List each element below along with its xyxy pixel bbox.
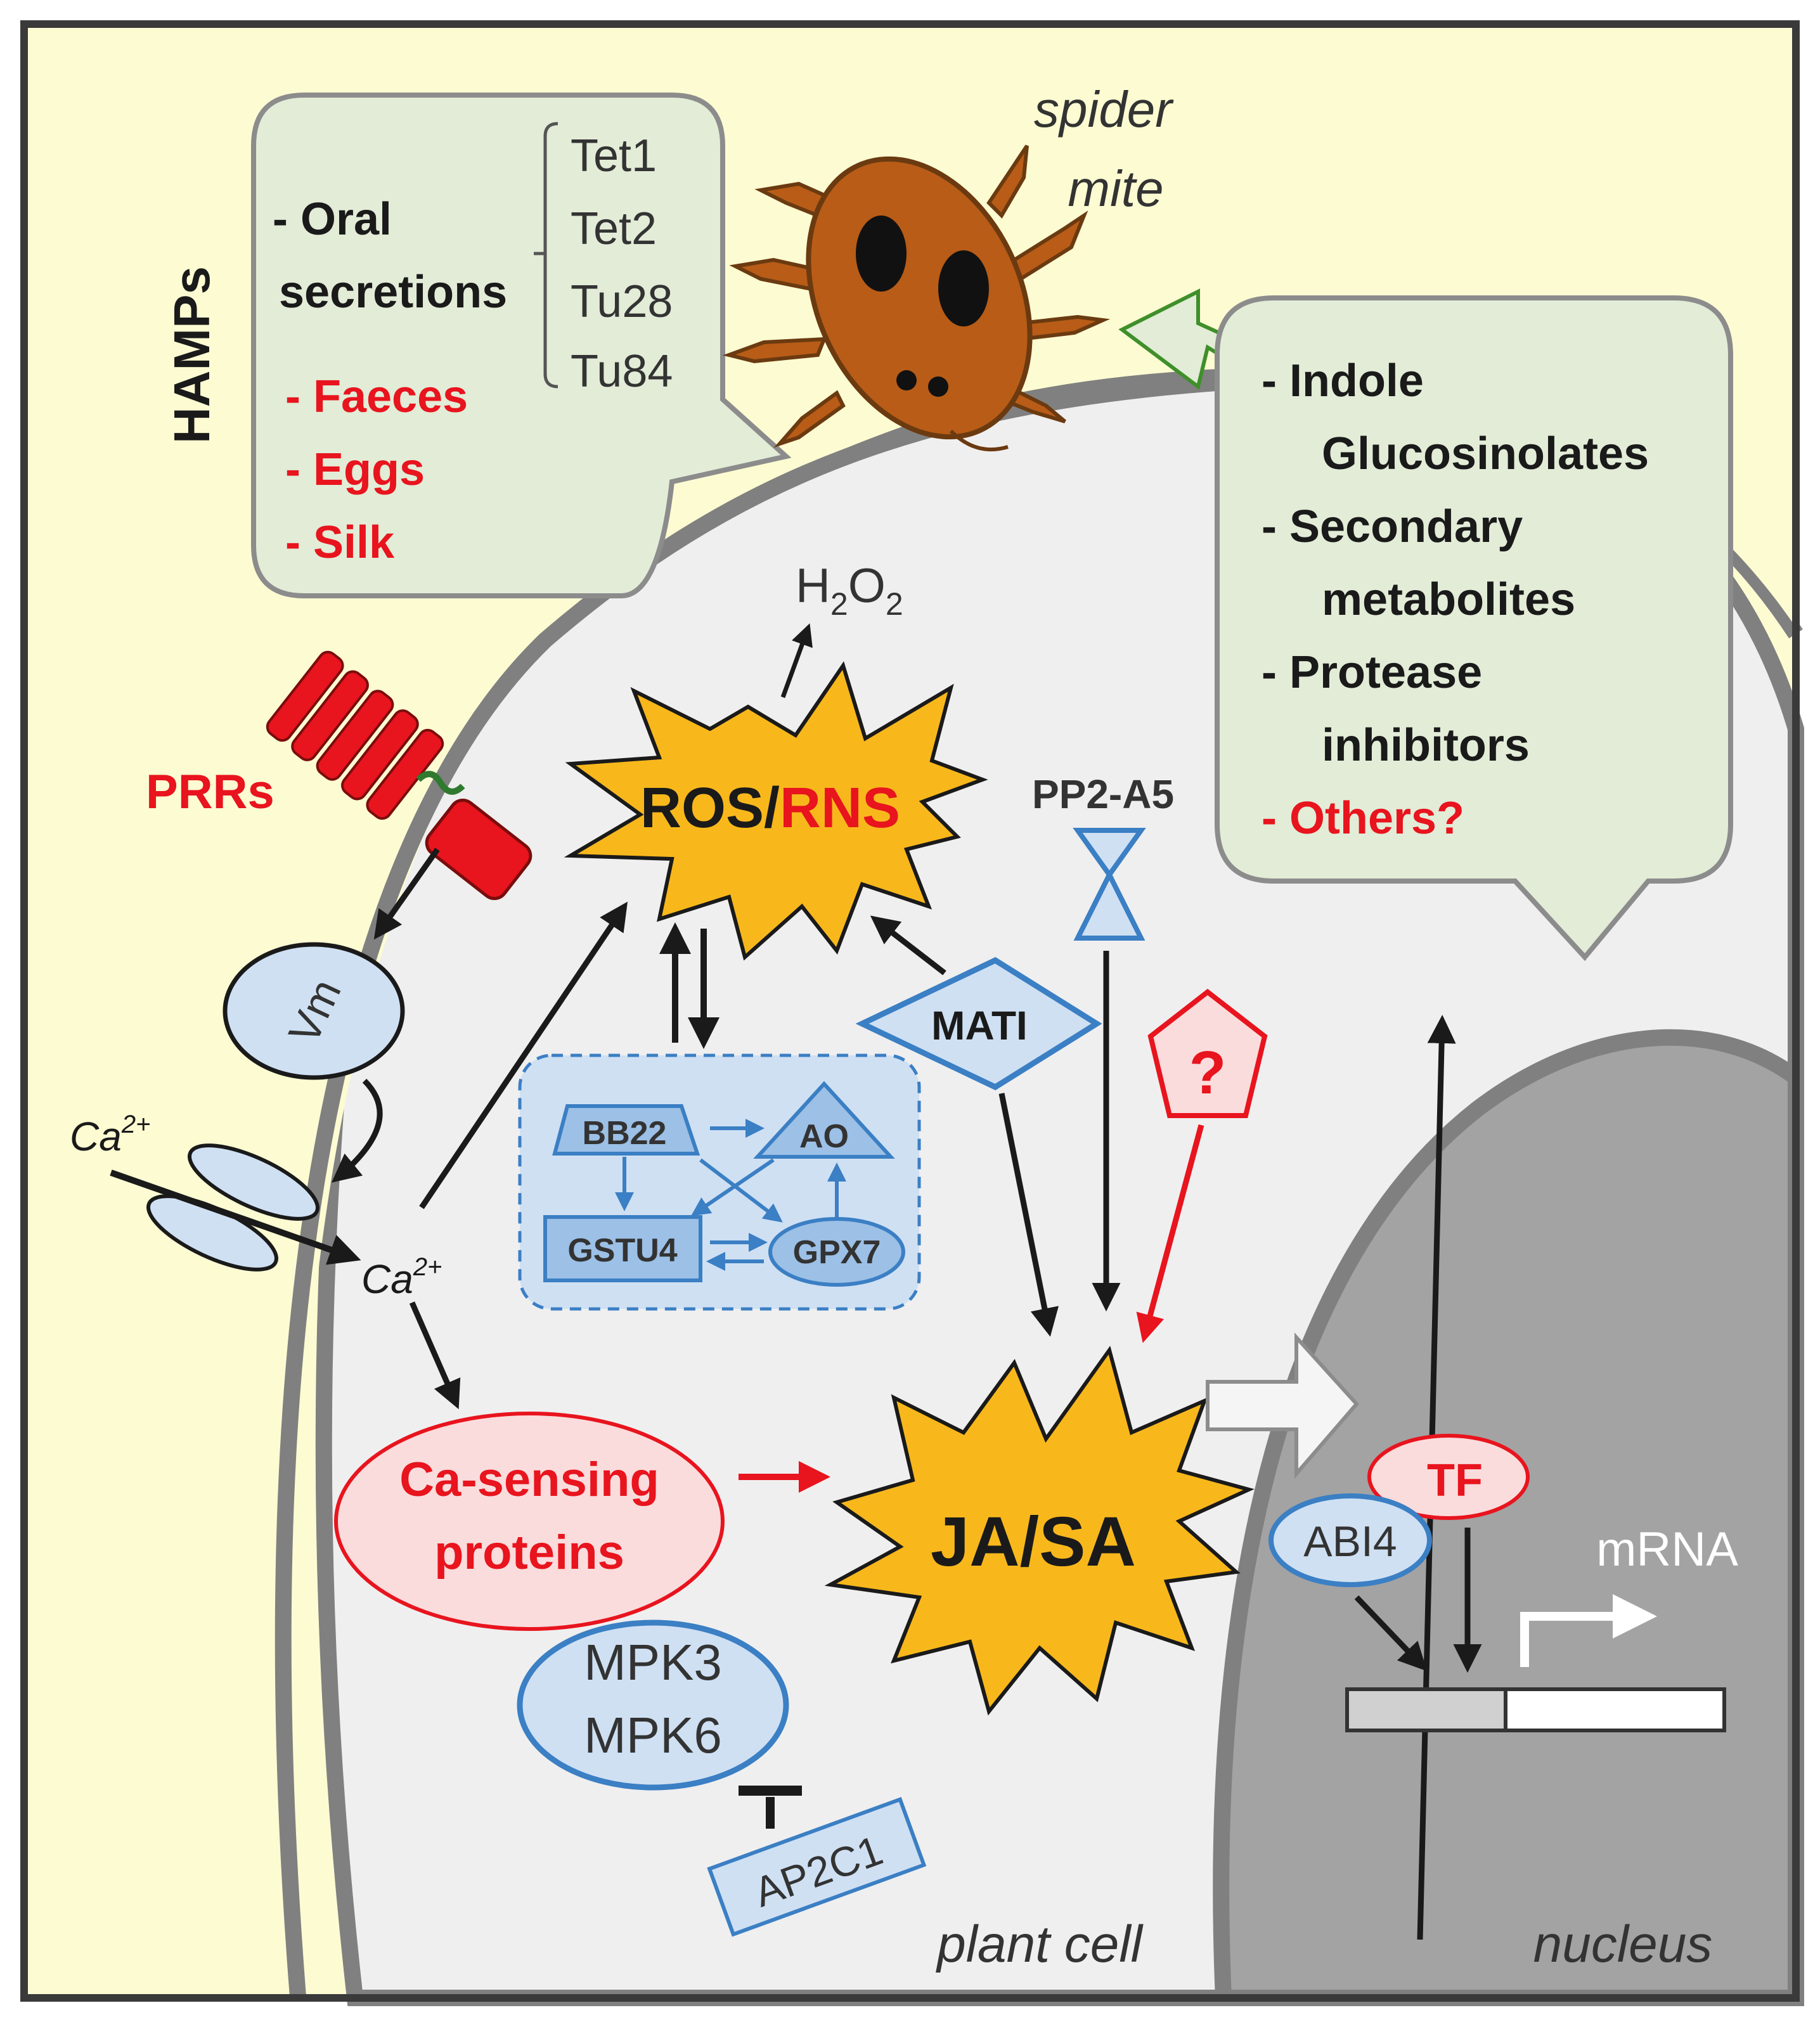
ros-rns-burst [564,661,988,961]
abi4-node [1268,1493,1432,1587]
ap2c1-node [707,1797,927,1937]
indole-line1: - Indole [1262,356,1424,406]
pp2a5-label: PP2-A5 [1032,771,1174,817]
prrs-label: PRRs [146,765,274,819]
tu28-label: Tu28 [571,276,673,327]
hamps-label: HAMPs [164,266,220,444]
vm-node [223,942,405,1080]
eggs-label: - Eggs [285,444,425,495]
ja-sa-label: JA/SA [931,1503,1136,1581]
gstu4-label: GSTU4 [567,1232,677,1269]
tu84-label: Tu84 [571,346,673,397]
mrna-label: mRNA [1596,1523,1738,1576]
tet1-label: Tet1 [571,131,657,181]
indole-line2: Glucosinolates [1322,428,1649,479]
unknown-to-jasa-arrow [1136,1124,1204,1343]
h2o2-arrow [780,623,813,699]
bb22-label: BB22 [583,1115,667,1152]
calcium-influx-arrow [110,1169,361,1265]
spider-mite-icon [722,145,1111,452]
mati-diamond [855,956,1102,1091]
mpk3-label: MPK3 [584,1634,722,1690]
nucleus-label: nucleus [1533,1916,1713,1973]
mite-label: mite [1068,160,1163,217]
transcription-start-arrow [1520,1594,1657,1667]
hamps-callout [251,93,792,598]
abi4-label: ABI4 [1303,1517,1397,1566]
nucleus [1213,1029,1804,2006]
jasa-to-nucleus-arrow [1206,1332,1360,1479]
frame-border [20,20,1800,2002]
plant-cell-label: plant cell [935,1916,1144,1973]
defense-callout [1215,295,1733,962]
ca-sensing-line2: proteins [434,1526,624,1580]
ao-label: AO [799,1118,849,1155]
spider-label: spider [1034,81,1174,138]
h2o2-label: H2O2 [796,559,903,622]
secondary-line2: metabolites [1322,574,1575,625]
others-label: - Others? [1262,793,1464,844]
gpx7-node [768,1217,905,1287]
ros-rns-label: ROS/RNS [640,776,900,840]
secondary-line1: - Secondary [1262,501,1523,552]
promoter-region [1345,1687,1507,1732]
hamps-bubble [251,93,792,598]
mpk6-label: MPK6 [584,1707,722,1763]
ja-sa-burst [824,1346,1255,1716]
tf-label: TF [1427,1455,1483,1506]
unknown-factor-pentagon [1147,988,1268,1118]
ca-inside-label: Ca2+ [361,1253,442,1302]
ao-node [753,1081,895,1159]
gpx7-label: GPX7 [793,1234,881,1271]
faeces-label: - Faeces [285,371,468,422]
protease-line1: - Protease [1262,647,1482,698]
tet2-label: Tet2 [571,203,657,254]
ca-sensing-proteins-node [334,1412,725,1631]
bb22-node [552,1104,700,1156]
oral-secretions-line1: - Oral [273,194,392,245]
ca-outside-label: Ca2+ [70,1111,150,1159]
ca-sensing-line1: Ca-sensing [399,1453,659,1507]
mpk-node [517,1620,789,1791]
pp2a5-hourglass-icon [1073,828,1146,941]
silk-label: - Silk [285,517,395,568]
gene-coding-region [1504,1687,1726,1732]
prrs-receptor-icon [266,650,532,901]
abi4-to-promoter-arrow [1354,1595,1428,1671]
mati-label: MATI [931,1003,1028,1048]
tf-node [1367,1434,1530,1520]
oral-secretions-line2: secretions [279,267,507,318]
protease-line2: inhibitors [1322,720,1530,771]
antioxidant-network-arrows [615,1119,846,1271]
unknown-factor-label: ? [1189,1039,1227,1107]
gstu4-node [543,1215,702,1282]
